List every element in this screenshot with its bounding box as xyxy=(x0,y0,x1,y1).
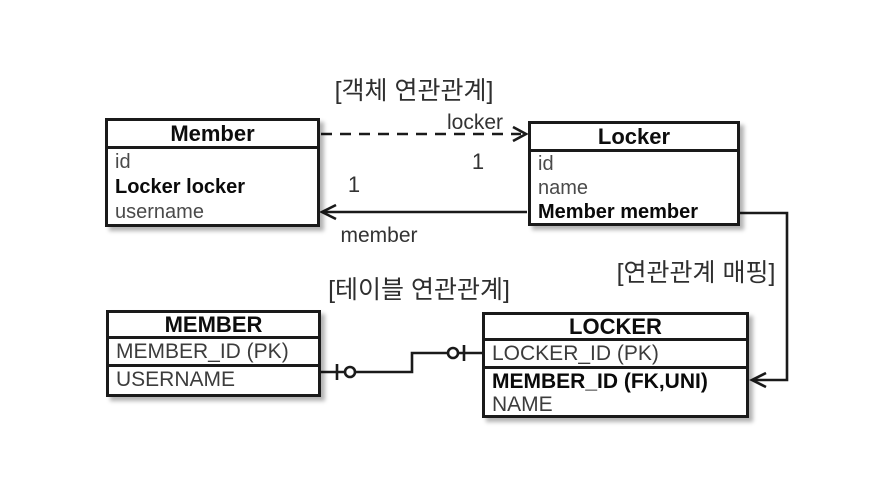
member-class-title: Member xyxy=(108,121,317,149)
locker-class-box: Locker id name Member member xyxy=(528,121,740,226)
zero-circle-icon xyxy=(446,346,460,360)
locker-table-box: LOCKER LOCKER_ID (PK) MEMBER_ID (FK,UNI)… xyxy=(482,312,749,418)
zero-circle-icon xyxy=(343,365,357,379)
field-member-member: Member member xyxy=(538,201,699,223)
field-locker-locker: Locker locker xyxy=(115,176,246,198)
object-association-solid-arrow xyxy=(319,203,527,221)
locker-class-fields: id name Member member xyxy=(531,152,737,224)
column-locker-id: LOCKER_ID (PK) xyxy=(485,341,746,369)
field-name: name xyxy=(538,177,589,199)
member-class-box: Member id Locker locker username xyxy=(105,118,320,227)
object-association-label: [객체 연관관계] xyxy=(334,77,494,105)
column-username: USERNAME xyxy=(116,368,236,391)
mapping-arrow xyxy=(740,211,789,389)
member-table-title: MEMBER xyxy=(109,313,318,339)
field-username: username xyxy=(115,201,204,223)
arrowhead-left-icon xyxy=(749,371,767,389)
column-member-id: MEMBER_ID (PK) xyxy=(109,339,318,367)
field-id: id xyxy=(538,153,554,175)
locker-edge-label: locker xyxy=(446,111,504,134)
locker-table-title: LOCKER xyxy=(485,315,746,341)
locker-class-title: Locker xyxy=(531,124,737,152)
member-table-box: MEMBER MEMBER_ID (PK) USERNAME xyxy=(106,310,321,397)
arrowhead-left-icon xyxy=(319,203,337,221)
column-member-id-fk: MEMBER_ID (FK,UNI) xyxy=(492,370,708,393)
arrowhead-right-icon xyxy=(512,125,529,143)
object-association-dashed-arrow xyxy=(321,125,529,143)
member-edge-multiplicity: 1 xyxy=(347,172,361,197)
mapping-label: [연관관계 매핑] xyxy=(616,259,776,287)
member-edge-label: member xyxy=(340,224,418,247)
table-association-label: [테이블 연관관계] xyxy=(328,276,510,304)
locker-edge-multiplicity: 1 xyxy=(471,149,485,174)
field-id: id xyxy=(115,151,131,173)
table-relationship-connector xyxy=(321,345,482,380)
column-name: NAME xyxy=(492,393,553,416)
member-class-fields: id Locker locker username xyxy=(108,149,317,225)
